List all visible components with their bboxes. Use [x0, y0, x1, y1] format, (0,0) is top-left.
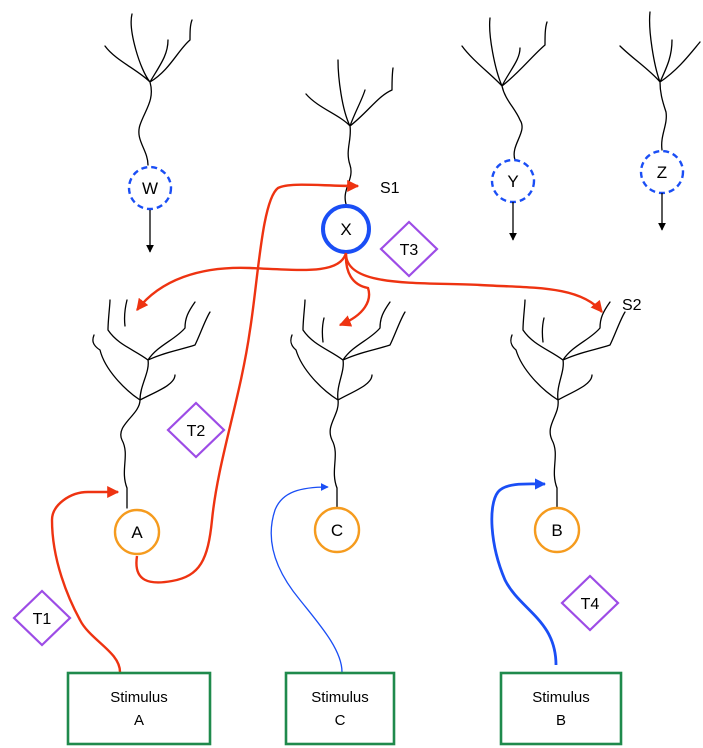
- neuron-w: [127, 165, 173, 211]
- tag-t4-label: T4: [581, 596, 600, 613]
- tag-t3-label: T3: [400, 242, 419, 259]
- tag-t3: T3: [379, 220, 439, 278]
- neuron-z-dendrite: [619, 11, 701, 151]
- neuron-x-label: X: [340, 220, 351, 239]
- neuron-c: [313, 506, 361, 554]
- neuron-c-label: C: [331, 521, 343, 540]
- neuron-x: [321, 204, 371, 254]
- neuron-b: [533, 506, 581, 554]
- tag-t1: T1: [12, 589, 72, 647]
- path-x-to-b: [344, 252, 603, 313]
- neuron-w-label: W: [142, 179, 158, 198]
- neuron-b-dendrite: [510, 299, 626, 509]
- path-stimulus-b-to-b: [490, 478, 558, 666]
- neuron-y-dendrite: [461, 17, 548, 161]
- stimulus-b-box: Stimulus B: [499, 671, 623, 746]
- neuron-x-dendrite: [305, 59, 394, 208]
- tag-t1-label: T1: [33, 611, 52, 628]
- path-stimulus-a-to-a: [50, 486, 122, 673]
- stimulus-c-line2: C: [335, 712, 346, 729]
- tag-t2-label: T2: [187, 423, 206, 440]
- path-x-to-c: [338, 252, 371, 327]
- path-stimulus-c-to-c: [270, 483, 343, 673]
- neuron-w-dendrite: [104, 13, 193, 166]
- stimulus-a-box: Stimulus A: [66, 671, 212, 746]
- neuron-a-label: A: [131, 523, 143, 542]
- stimulus-a-line1: Stimulus: [110, 689, 168, 706]
- path-a-to-x: [135, 179, 360, 584]
- neuron-a-dendrite: [92, 299, 211, 509]
- neuron-c-dendrite: [290, 299, 406, 509]
- neuron-b-label: B: [551, 521, 562, 540]
- neuron-z-label: Z: [657, 163, 667, 182]
- synapse-s1-label: S1: [380, 180, 400, 197]
- neuron-y-label: Y: [507, 172, 518, 191]
- stimulus-a-line2: A: [134, 712, 144, 729]
- stimulus-c-box: Stimulus C: [284, 671, 396, 746]
- synapse-s2-label: S2: [622, 297, 642, 314]
- stimulus-b-line2: B: [556, 712, 566, 729]
- stimulus-b-line1: Stimulus: [532, 689, 590, 706]
- tag-t4: T4: [560, 574, 620, 632]
- tag-t2: T2: [166, 401, 226, 459]
- path-x-to-a: [136, 252, 348, 311]
- stimulus-c-line1: Stimulus: [311, 689, 369, 706]
- neuron-a: [113, 508, 161, 556]
